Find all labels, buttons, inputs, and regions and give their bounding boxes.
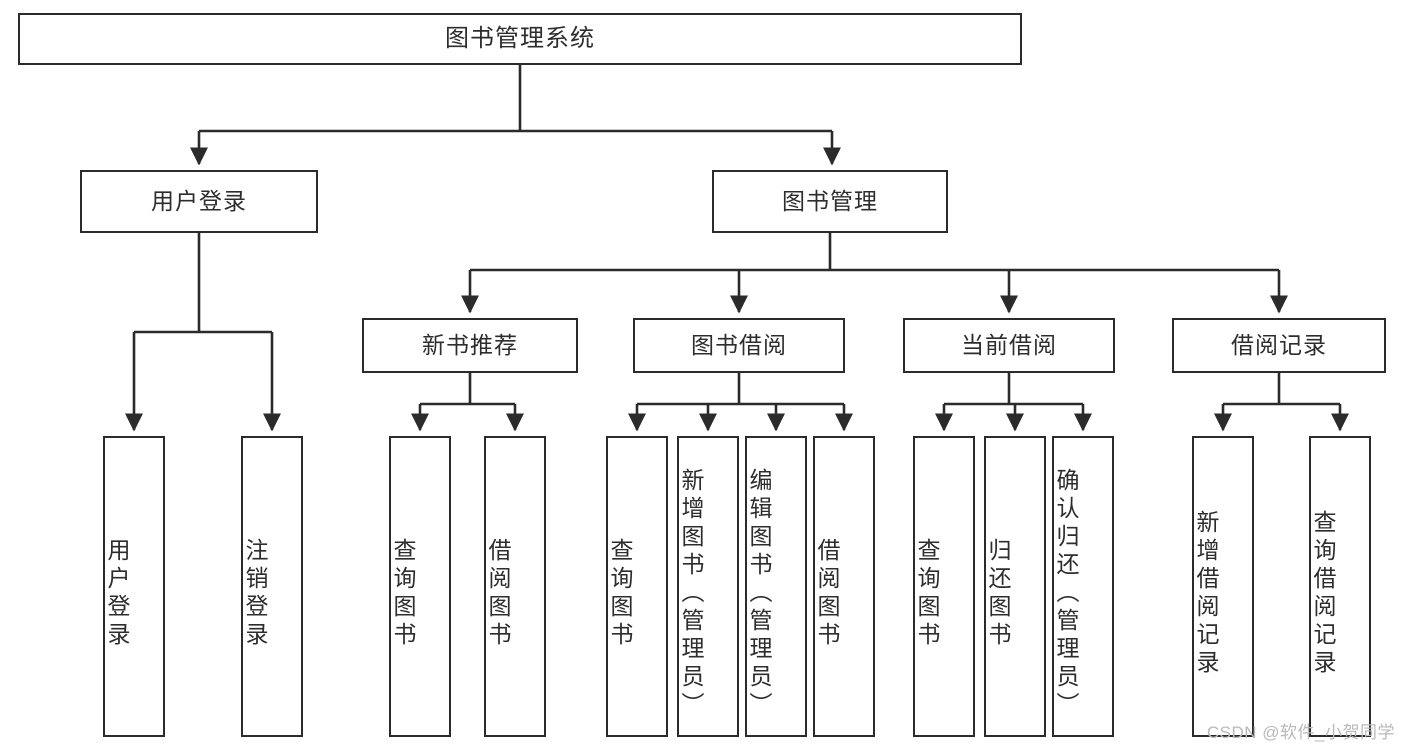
node-book-borrow[interactable]: 图书借阅 (633, 318, 845, 373)
leaf-rec-query-record[interactable]: 查询借阅记录 (1309, 436, 1371, 737)
leaf-cur-return-book[interactable]: 归还图书 (984, 436, 1046, 737)
leaf-rec-query-record-label: 查询借阅记录 (1310, 509, 1336, 678)
node-borrow-record[interactable]: 借阅记录 (1172, 318, 1386, 373)
leaf-borrow-borrow-book-label: 借阅图书 (814, 537, 840, 650)
leaf-user-logout-label: 注销登录 (242, 537, 268, 650)
node-user-login[interactable]: 用户登录 (80, 170, 318, 233)
node-book-manage-label: 图书管理 (782, 188, 878, 215)
leaf-rec-borrow-book[interactable]: 借阅图书 (484, 436, 546, 737)
node-new-book-rec-label: 新书推荐 (422, 332, 518, 359)
leaf-rec-query-book[interactable]: 查询图书 (389, 436, 451, 737)
leaf-borrow-edit-book[interactable]: 编辑图书（管理员） (745, 436, 807, 737)
node-new-book-rec[interactable]: 新书推荐 (362, 318, 578, 373)
leaf-user-logout[interactable]: 注销登录 (241, 436, 303, 737)
leaf-borrow-borrow-book[interactable]: 借阅图书 (813, 436, 875, 737)
leaf-rec-borrow-book-label: 借阅图书 (485, 537, 511, 650)
leaf-cur-query-book-label: 查询图书 (914, 537, 940, 650)
node-book-manage[interactable]: 图书管理 (712, 170, 948, 233)
leaf-user-login-label: 用户登录 (104, 537, 130, 650)
leaf-borrow-query-book[interactable]: 查询图书 (606, 436, 668, 737)
node-book-borrow-label: 图书借阅 (691, 332, 787, 359)
leaf-borrow-add-book[interactable]: 新增图书（管理员） (677, 436, 739, 737)
leaf-rec-query-book-label: 查询图书 (390, 537, 416, 650)
leaf-rec-add-record[interactable]: 新增借阅记录 (1192, 436, 1254, 737)
node-user-login-label: 用户登录 (151, 188, 247, 215)
leaf-borrow-query-book-label: 查询图书 (607, 537, 633, 650)
node-root[interactable]: 图书管理系统 (18, 13, 1022, 65)
node-current-borrow[interactable]: 当前借阅 (903, 318, 1115, 373)
leaf-cur-return-book-label: 归还图书 (985, 537, 1011, 650)
leaf-cur-confirm-return-label: 确认归还（管理员） (1053, 467, 1079, 720)
node-root-label: 图书管理系统 (445, 24, 595, 52)
leaf-cur-query-book[interactable]: 查询图书 (913, 436, 975, 737)
node-borrow-record-label: 借阅记录 (1231, 332, 1327, 359)
leaf-user-login[interactable]: 用户登录 (103, 436, 165, 737)
leaf-cur-confirm-return[interactable]: 确认归还（管理员） (1052, 436, 1114, 737)
leaf-borrow-edit-book-label: 编辑图书（管理员） (746, 467, 772, 720)
leaf-rec-add-record-label: 新增借阅记录 (1193, 509, 1219, 678)
node-current-borrow-label: 当前借阅 (961, 332, 1057, 359)
leaf-borrow-add-book-label: 新增图书（管理员） (678, 467, 704, 720)
